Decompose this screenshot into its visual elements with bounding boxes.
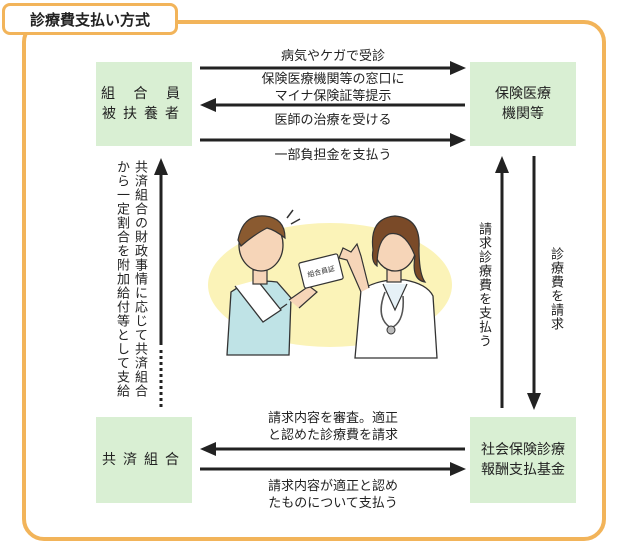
node-medical-line1: 保険医療 xyxy=(495,86,551,102)
arrow-review-claim-head xyxy=(200,442,216,456)
node-insured: 組 合 員 被扶養者 xyxy=(96,62,192,146)
label-pay-copay: 一部負担金を支払う xyxy=(274,148,392,163)
node-insured-line1: 組 合 員 xyxy=(101,86,187,102)
arrow-pay-valid-head xyxy=(450,462,466,476)
arrow-benefit-head xyxy=(154,158,168,175)
label-receive-consult: 病気やケガで受診 xyxy=(280,49,385,64)
doctor-figure xyxy=(338,215,438,359)
node-fund-line2: 報酬支払基金 xyxy=(481,462,565,478)
patient-figure xyxy=(226,209,318,356)
diagram-frame xyxy=(22,20,606,541)
label-pay-claim: 請求診療費を支払う xyxy=(476,222,491,348)
label-benefit-line1: 共済組合の財政事情に応じて共済組合 xyxy=(132,160,147,398)
label-pay-valid-line1: 請求内容が適正と認め xyxy=(267,479,398,494)
node-medical-line2: 機関等 xyxy=(502,106,544,122)
label-review-claim-line2: と認めた診療費を請求 xyxy=(267,428,398,443)
label-review-claim-line1: 請求内容を審査。適正 xyxy=(267,411,398,426)
label-additional-benefit: 共済組合の財政事情に応じて共済組合 から一定割合を附加給付等として支給 xyxy=(112,160,148,398)
arrow-present-card-head xyxy=(200,98,216,112)
label-review-claim: 請求内容を審査。適正 と認めた診療費を請求 xyxy=(200,410,466,444)
node-insured-line2: 被扶養者 xyxy=(102,106,186,122)
node-medical-institution: 保険医療 機関等 xyxy=(470,62,576,146)
label-claim-fee: 診療費を請求 xyxy=(548,247,563,331)
diagram-title: 診療費支払い方式 xyxy=(2,3,178,35)
node-fund-line1: 社会保険診療 xyxy=(481,442,565,458)
label-present-card-line2: マイナ保険証等提示 xyxy=(274,89,392,104)
node-union-label: 共済組合 xyxy=(102,452,186,468)
label-receive-treatment: 医師の治療を受ける xyxy=(274,113,392,128)
label-present-card: 保険医療機関等の窓口に マイナ保険証等提示 xyxy=(200,71,466,105)
node-mutual-aid-union: 共済組合 xyxy=(96,417,192,503)
label-present-card-line1: 保険医療機関等の窓口に xyxy=(261,72,405,87)
arrow-consult-head xyxy=(450,61,466,75)
arrow-claim-fee-head xyxy=(527,393,541,410)
arrow-pay-claim-head xyxy=(495,156,509,173)
label-benefit-line2: から一定割合を附加給付等として支給 xyxy=(114,160,129,398)
label-pay-valid-line2: たものについて支払う xyxy=(268,496,398,511)
arrow-treatment-head xyxy=(450,133,466,147)
illustration-patient-doctor: 組合員証 xyxy=(208,209,452,359)
insurance-card: 組合員証 xyxy=(298,253,344,289)
label-pay-valid: 請求内容が適正と認め たものについて支払う xyxy=(200,478,466,512)
node-payment-fund: 社会保険診療 報酬支払基金 xyxy=(470,417,576,503)
